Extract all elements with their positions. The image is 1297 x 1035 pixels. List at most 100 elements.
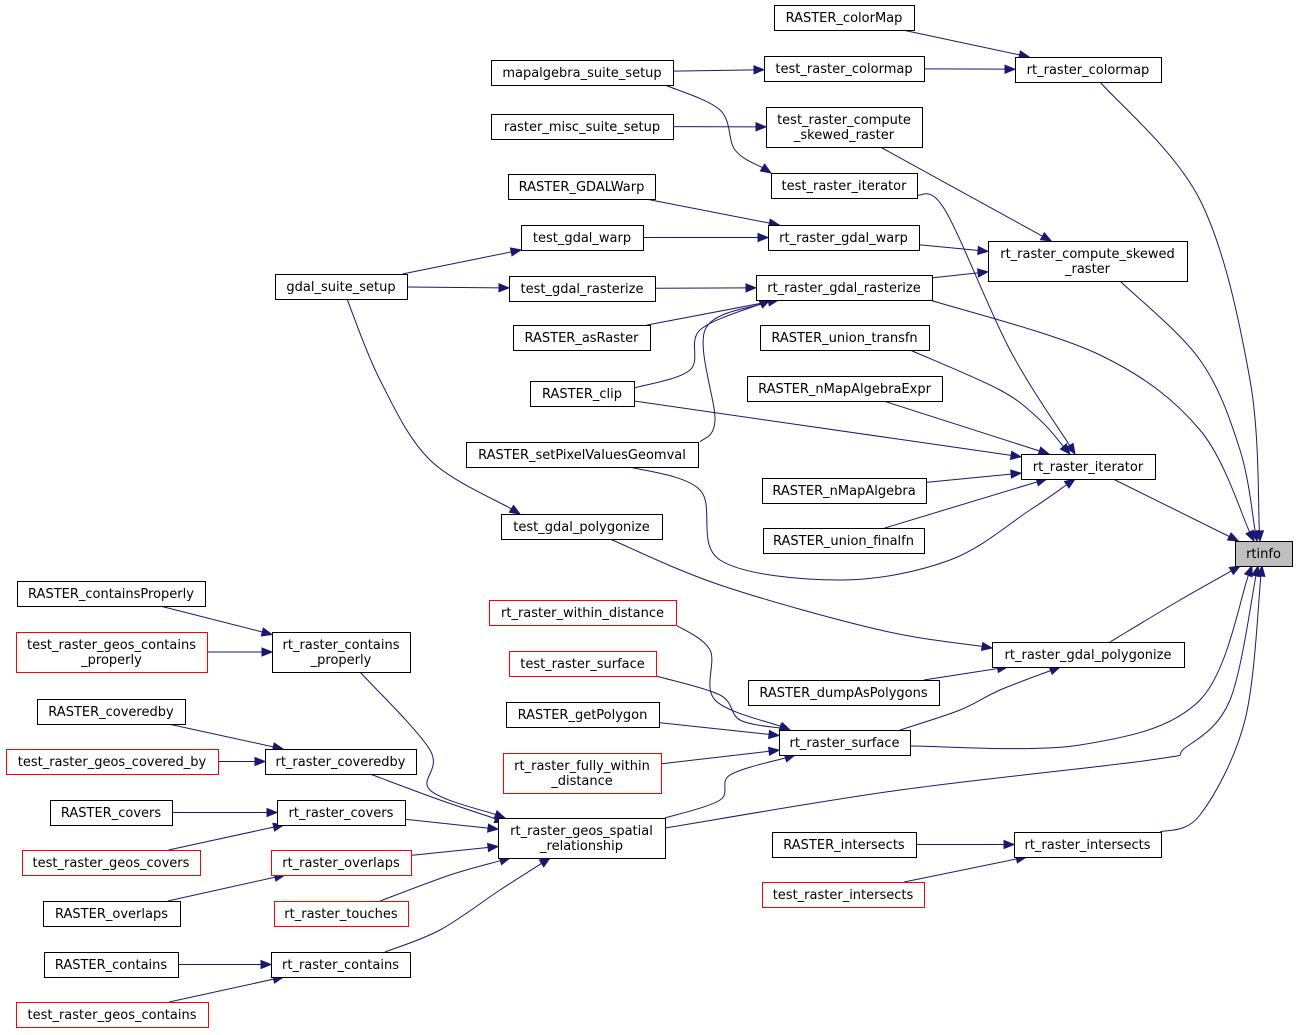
node-rt-raster-contains[interactable]: rt_raster_contains — [271, 952, 411, 978]
node-box — [43, 901, 181, 927]
node-raster-union-finalfn[interactable]: RASTER_union_finalfn — [763, 528, 925, 554]
node-rtinfo[interactable]: rtinfo — [1235, 541, 1293, 567]
edge-line — [384, 862, 543, 953]
node-box — [275, 274, 408, 300]
edge-arrowhead-icon — [487, 823, 500, 833]
node-test-gdal-rasterize[interactable]: test_gdal_rasterize — [509, 276, 656, 302]
edge-arrowhead-icon — [1226, 532, 1240, 542]
edge-arrowhead-icon — [1009, 450, 1023, 461]
edge-arrowhead-icon — [1063, 478, 1077, 489]
edge-arrowhead-icon — [538, 857, 552, 868]
node-rt-raster-compute-skewed-raster[interactable]: rt_raster_compute_skewed_raster — [988, 241, 1188, 282]
node-rt-raster-iterator[interactable]: rt_raster_iterator — [1021, 454, 1156, 480]
node-gdal-suite-setup[interactable]: gdal_suite_setup — [275, 274, 408, 300]
node-box — [509, 276, 656, 302]
node-raster-getpolygon[interactable]: RASTER_getPolygon — [506, 702, 660, 728]
node-raster-gdalwarp[interactable]: RASTER_GDALWarp — [508, 174, 656, 200]
node-label: _skewed_raster — [793, 128, 895, 143]
edge-line — [918, 244, 980, 252]
node-rt-raster-coveredby[interactable]: rt_raster_coveredby — [265, 749, 417, 775]
node-raster-intersects[interactable]: RASTER_intersects — [772, 832, 917, 858]
node-rt-raster-gdal-polygonize[interactable]: rt_raster_gdal_polygonize — [992, 642, 1185, 668]
node-rt-raster-within-distance[interactable]: rt_raster_within_distance — [489, 600, 677, 626]
node-test-raster-geos-contains[interactable]: test_raster_geos_contains — [16, 1002, 209, 1028]
node-rt-raster-geos-spatial-relationship[interactable]: rt_raster_geos_spatial_relationship — [498, 818, 666, 859]
edge-line — [1109, 570, 1233, 643]
edge-line — [346, 298, 513, 510]
node-label: rtinfo — [1246, 547, 1281, 562]
node-label: test_raster_iterator — [782, 179, 908, 194]
node-rt-raster-colormap[interactable]: rt_raster_colormap — [1015, 57, 1162, 83]
edge-arrowhead-icon — [977, 245, 990, 256]
node-test-raster-geos-covers[interactable]: test_raster_geos_covers — [22, 850, 201, 876]
node-test-raster-surface[interactable]: test_raster_surface — [509, 651, 657, 677]
node-test-raster-compute-skewed-raster[interactable]: test_raster_compute_skewed_raster — [766, 107, 923, 148]
node-mapalgebra-suite-setup[interactable]: mapalgebra_suite_setup — [491, 60, 674, 86]
edge-layer — [160, 29, 1266, 1003]
edge-line — [660, 750, 771, 765]
node-raster-containsproperly[interactable]: RASTER_containsProperly — [17, 581, 206, 607]
node-box — [466, 442, 699, 468]
node-raster-misc-suite-setup[interactable]: raster_misc_suite_setup — [491, 114, 674, 140]
call-edge — [629, 466, 1077, 581]
node-box — [1014, 832, 1162, 858]
node-label: rt_raster_touches — [284, 907, 398, 922]
edge-arrowhead-icon — [757, 232, 770, 243]
node-test-raster-iterator[interactable]: test_raster_iterator — [771, 173, 918, 199]
node-raster-setpixelvaluesgeomval[interactable]: RASTER_setPixelValuesGeomval — [466, 442, 699, 468]
edge-line — [899, 669, 1052, 731]
call-edge — [218, 756, 267, 767]
node-raster-nmapalgebra[interactable]: RASTER_nMapAlgebra — [762, 478, 927, 504]
node-raster-asraster[interactable]: RASTER_asRaster — [513, 325, 651, 351]
node-rt-raster-contains-properly[interactable]: rt_raster_contains_properly — [272, 632, 411, 673]
node-test-gdal-polygonize[interactable]: test_gdal_polygonize — [501, 514, 663, 540]
node-rt-raster-gdal-warp[interactable]: rt_raster_gdal_warp — [768, 225, 920, 251]
node-label: rt_raster_intersects — [1024, 838, 1150, 853]
node-box — [774, 5, 915, 31]
node-label: rt_raster_gdal_polygonize — [1005, 648, 1172, 663]
node-raster-covers[interactable]: RASTER_covers — [50, 800, 173, 826]
node-box — [764, 56, 925, 82]
edge-line — [406, 286, 501, 289]
node-rt-raster-intersects[interactable]: rt_raster_intersects — [1014, 832, 1162, 858]
node-box — [491, 114, 674, 140]
node-rt-raster-overlaps[interactable]: rt_raster_overlaps — [271, 850, 412, 876]
node-test-gdal-warp[interactable]: test_gdal_warp — [521, 225, 644, 251]
edge-arrowhead-icon — [260, 959, 273, 970]
edge-line — [1159, 574, 1262, 833]
edge-line — [402, 251, 513, 275]
call-edge — [672, 122, 768, 132]
node-rt-raster-surface[interactable]: rt_raster_surface — [779, 730, 911, 756]
edge-line — [880, 146, 1044, 238]
node-test-raster-geos-contains-properly[interactable]: test_raster_geos_contains_properly — [16, 632, 208, 673]
node-test-raster-geos-covered-by[interactable]: test_raster_geos_covered_by — [6, 749, 219, 775]
node-raster-coveredby[interactable]: RASTER_coveredby — [37, 699, 186, 725]
edge-arrowhead-icon — [498, 283, 511, 293]
edge-arrowhead-icon — [1228, 565, 1242, 576]
node-rt-raster-touches[interactable]: rt_raster_touches — [274, 901, 409, 927]
node-raster-overlaps[interactable]: RASTER_overlaps — [43, 901, 181, 927]
node-rt-raster-fully-within-distance[interactable]: rt_raster_fully_within_distance — [503, 753, 662, 794]
node-test-raster-colormap[interactable]: test_raster_colormap — [764, 56, 925, 82]
node-raster-contains[interactable]: RASTER_contains — [44, 952, 179, 978]
node-raster-union-transfn[interactable]: RASTER_union_transfn — [760, 325, 930, 351]
node-raster-nmapalgebraexpr[interactable]: RASTER_nMapAlgebraExpr — [747, 376, 943, 402]
edge-line — [633, 400, 1013, 457]
node-box — [521, 225, 644, 251]
call-edge — [410, 842, 500, 856]
call-edge — [168, 723, 285, 752]
node-raster-dumpaspolygons[interactable]: RASTER_dumpAsPolygons — [748, 680, 940, 706]
call-edge — [654, 283, 758, 293]
edge-line — [675, 624, 782, 728]
node-label: RASTER_contains — [55, 958, 168, 973]
node-rt-raster-gdal-rasterize[interactable]: rt_raster_gdal_rasterize — [756, 275, 933, 301]
node-label: rt_raster_iterator — [1033, 460, 1144, 475]
node-rt-raster-covers[interactable]: rt_raster_covers — [277, 800, 406, 826]
call-edge — [699, 299, 772, 443]
call-edge — [359, 671, 507, 819]
node-test-raster-intersects[interactable]: test_raster_intersects — [762, 882, 925, 908]
call-edge — [909, 564, 1253, 750]
node-raster-clip[interactable]: RASTER_clip — [530, 381, 635, 407]
node-raster-colormap[interactable]: RASTER_colorMap — [774, 5, 915, 31]
node-label: RASTER_clip — [542, 387, 622, 402]
